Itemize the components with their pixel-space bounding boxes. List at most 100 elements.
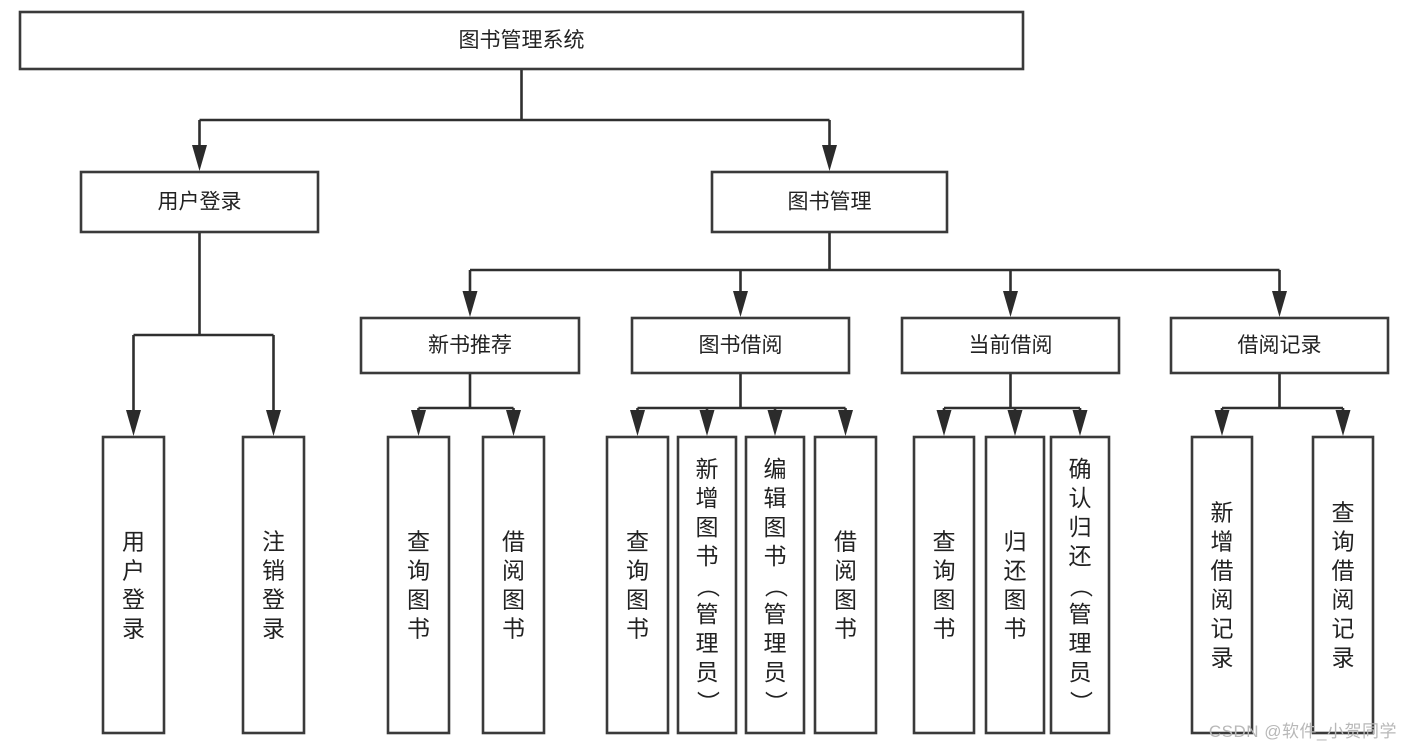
arrow-head-icon <box>1272 291 1287 317</box>
svg-text:注: 注 <box>262 529 285 555</box>
svg-text:阅: 阅 <box>1211 587 1234 613</box>
svg-text:借: 借 <box>834 529 857 555</box>
node-rect <box>676 435 738 735</box>
svg-text:理: 理 <box>764 630 787 656</box>
node-rect <box>481 435 546 735</box>
svg-text:借: 借 <box>1211 558 1234 584</box>
node-rect <box>241 435 306 735</box>
svg-text:理: 理 <box>1069 630 1092 656</box>
node-level2-图书管理[interactable]: 图书管理 <box>710 170 949 234</box>
svg-text:书: 书 <box>407 616 430 642</box>
svg-text:归: 归 <box>1069 514 1092 540</box>
arrow-head-icon <box>767 410 783 436</box>
node-label: 借阅记录 <box>1238 334 1322 357</box>
node-rect <box>101 435 166 735</box>
svg-text:登: 登 <box>262 587 285 613</box>
node-root-图书管理系统[interactable]: 图书管理系统 <box>18 10 1025 71</box>
node-rect <box>1190 435 1254 735</box>
node-label: 图书管理系统 <box>459 29 585 52</box>
svg-text:管: 管 <box>696 601 719 627</box>
arrow-head-icon <box>1335 410 1351 436</box>
svg-text:书: 书 <box>834 616 857 642</box>
svg-text:）: ） <box>695 691 721 714</box>
node-layer: 图书管理系统用户登录图书管理新书推荐图书借阅当前借阅借阅记录用户登录注销登录查询… <box>18 10 1390 735</box>
svg-text:书: 书 <box>933 616 956 642</box>
svg-text:用: 用 <box>122 529 145 555</box>
svg-text:书: 书 <box>626 616 649 642</box>
svg-text:书: 书 <box>764 543 787 569</box>
svg-text:登: 登 <box>122 587 145 613</box>
svg-text:记: 记 <box>1211 616 1234 642</box>
svg-text:询: 询 <box>626 558 649 584</box>
arrow-head-icon <box>1072 410 1088 436</box>
node-level2-用户登录[interactable]: 用户登录 <box>79 170 320 234</box>
arrow-head-icon <box>192 145 207 171</box>
svg-text:确: 确 <box>1069 456 1092 482</box>
svg-text:询: 询 <box>1332 529 1355 555</box>
arrow-head-icon <box>266 410 281 436</box>
svg-text:阅: 阅 <box>502 558 525 584</box>
node-label: 新书推荐 <box>428 334 512 357</box>
svg-text:图: 图 <box>1004 587 1027 613</box>
node-rect <box>912 435 976 735</box>
node-level3-借阅记录[interactable]: 借阅记录 <box>1169 316 1390 375</box>
arrow-head-icon <box>838 410 853 436</box>
svg-text:查: 查 <box>933 529 956 555</box>
arrow-head-icon <box>506 410 521 436</box>
arrow-head-icon <box>1003 291 1018 317</box>
node-level3-图书借阅[interactable]: 图书借阅 <box>630 316 851 375</box>
svg-text:新: 新 <box>1211 500 1234 526</box>
node-label: 用户登录 <box>158 191 242 214</box>
svg-text:员: 员 <box>696 659 719 685</box>
node-level3-新书推荐[interactable]: 新书推荐 <box>359 316 581 375</box>
svg-text:图: 图 <box>502 587 525 613</box>
svg-text:编: 编 <box>764 456 787 482</box>
node-rect <box>630 316 851 375</box>
node-level3-当前借阅[interactable]: 当前借阅 <box>900 316 1121 375</box>
svg-text:图: 图 <box>407 587 430 613</box>
svg-text:员: 员 <box>764 659 787 685</box>
node-label: 用户登录 <box>122 529 145 642</box>
node-rect <box>79 170 320 234</box>
svg-text:询: 询 <box>407 558 430 584</box>
svg-text:查: 查 <box>626 529 649 555</box>
svg-text:借: 借 <box>1332 558 1355 584</box>
node-rect <box>710 170 949 234</box>
svg-text:记: 记 <box>1332 616 1355 642</box>
svg-text:增: 增 <box>1211 529 1234 555</box>
svg-text:认: 认 <box>1069 485 1092 511</box>
connector-layer <box>126 69 1351 436</box>
watermark-text: CSDN @软件_小贺同学 <box>1208 722 1397 741</box>
node-label: 图书借阅 <box>699 334 783 357</box>
node-leaf-用户登录[interactable]: 用户登录 <box>101 435 166 735</box>
svg-text:员: 员 <box>1069 659 1092 685</box>
node-rect <box>605 435 670 735</box>
svg-text:阅: 阅 <box>1332 587 1355 613</box>
arrow-head-icon <box>630 410 645 436</box>
node-label: 图书管理 <box>788 191 872 214</box>
arrow-head-icon <box>126 410 141 436</box>
svg-text:还: 还 <box>1004 558 1027 584</box>
